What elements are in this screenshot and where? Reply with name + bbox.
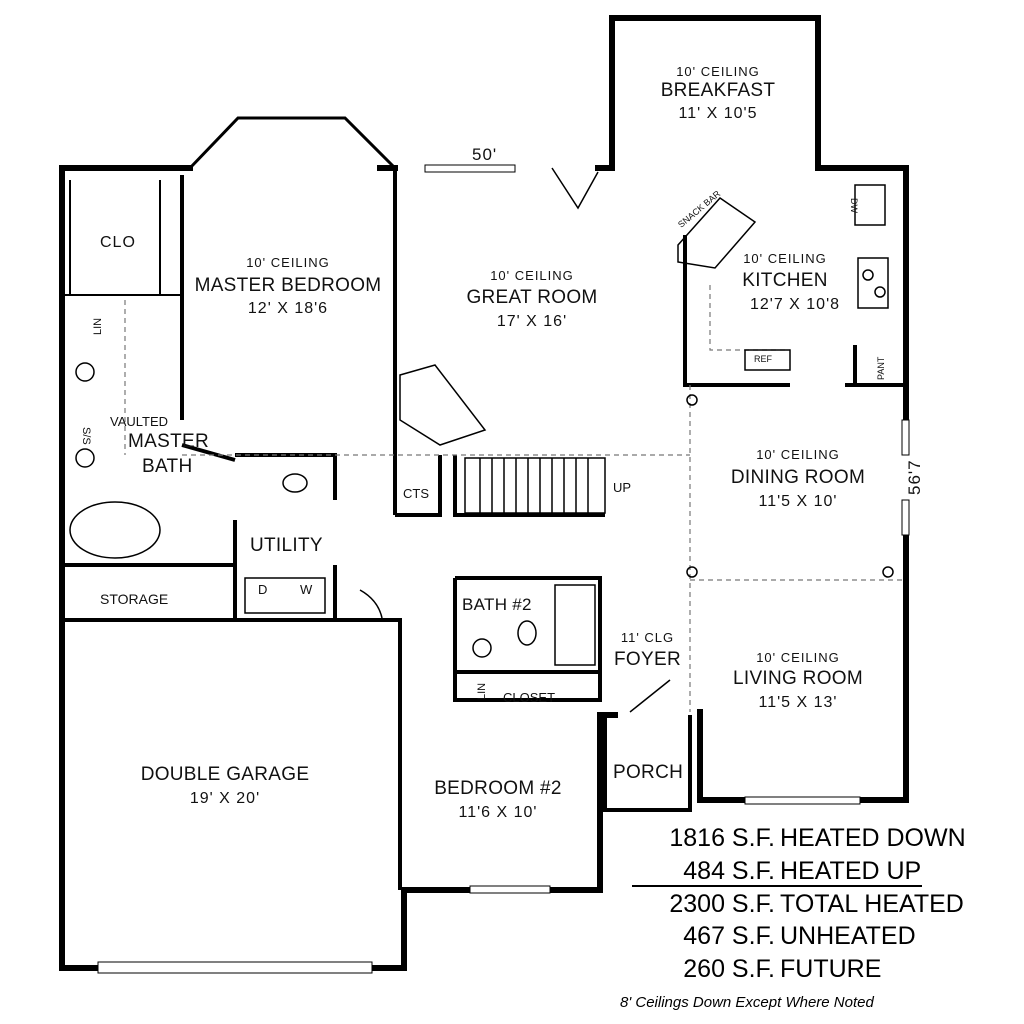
- area-row: 1816 S.F. HEATED DOWN: [625, 824, 965, 854]
- range: [857, 257, 889, 309]
- foyer-ceiling: 11' CLG: [620, 630, 675, 645]
- area-desc: FUTURE: [780, 955, 882, 983]
- toilet: [282, 473, 308, 493]
- cts-name: CTS: [403, 486, 429, 501]
- ceiling-note: 8' Ceilings Down Except Where Noted: [620, 994, 874, 1011]
- area-sf: 467 S.F.: [683, 922, 775, 950]
- great-room-ceiling: 10' CEILING: [490, 268, 574, 283]
- area-sf: 484 S.F.: [683, 857, 775, 885]
- overall-width-label: 50': [472, 145, 498, 164]
- doors: [359, 167, 671, 713]
- master-bath-name-2: BATH: [142, 456, 193, 477]
- kitchen-ceiling: 10' CEILING: [743, 251, 827, 266]
- storage-name: STORAGE: [100, 591, 169, 607]
- vanity-label: S/S: [80, 427, 92, 445]
- dryer-label: D: [258, 582, 268, 597]
- kitchen-dims: 12'7 X 10'8: [749, 296, 841, 313]
- bath2-toilet: [517, 620, 537, 646]
- master-closet-name: CLO: [100, 234, 136, 251]
- fireplace: [399, 364, 487, 446]
- dishwasher: [854, 184, 886, 226]
- bath2-name: BATH #2: [462, 595, 532, 614]
- area-desc: UNHEATED: [780, 922, 916, 950]
- column: [686, 394, 698, 406]
- fixtures: [69, 184, 894, 666]
- bedroom2-dims: 11'6 X 10': [458, 804, 538, 821]
- dishwasher-label: DW: [849, 198, 859, 213]
- master-bath-name-1: MASTER: [128, 431, 209, 452]
- bath2-linen-label: LIN: [476, 682, 488, 700]
- area-row: 484 S.F. HEATED UP: [625, 857, 965, 887]
- area-sf: 1816 S.F.: [669, 824, 775, 852]
- dining-room-name: DINING ROOM: [730, 467, 866, 488]
- refrigerator-label: REF: [754, 354, 772, 364]
- master-bedroom-ceiling: 10' CEILING: [246, 255, 330, 270]
- windows: [97, 164, 910, 974]
- sink: [75, 448, 95, 468]
- master-linen-label: LIN: [92, 317, 104, 335]
- area-desc: TOTAL HEATED: [780, 890, 964, 918]
- porch-name: PORCH: [613, 762, 684, 783]
- tub: [69, 501, 161, 559]
- area-row: 2300 S.F. TOTAL HEATED: [625, 890, 965, 920]
- breakfast-dims: 11' X 10'5: [678, 105, 758, 122]
- bath2-tub: [554, 584, 596, 666]
- area-desc: HEATED UP: [780, 857, 922, 885]
- column: [686, 566, 698, 578]
- area-row: 467 S.F. UNHEATED: [625, 922, 965, 952]
- double-garage-dims: 19' X 20': [189, 790, 261, 807]
- dashed-lines: [124, 285, 906, 712]
- master-bath-vaulted: VAULTED: [110, 414, 169, 429]
- dining-room-dims: 11'5 X 10': [758, 493, 838, 510]
- snack-bar: [677, 197, 757, 269]
- dining-room-ceiling: 10' CEILING: [756, 447, 840, 462]
- stair: [464, 457, 606, 514]
- utility-name: UTILITY: [250, 535, 323, 556]
- master-bedroom-dims: 12' X 18'6: [247, 300, 329, 317]
- double-garage-name: DOUBLE GARAGE: [140, 764, 310, 785]
- washer-dryer: [244, 577, 326, 614]
- closet2-name: CLOSET: [503, 690, 556, 705]
- kitchen-name: KITCHEN: [742, 270, 828, 291]
- great-room-dims: 17' X 16': [496, 313, 568, 330]
- stair-up-label: UP: [613, 480, 632, 495]
- overall-depth-label: 56'7: [905, 459, 924, 495]
- great-room-name: GREAT ROOM: [466, 287, 598, 308]
- area-row: 260 S.F. FUTURE: [625, 955, 965, 985]
- breakfast-name: BREAKFAST: [660, 80, 776, 101]
- master-bedroom-name: MASTER BEDROOM: [194, 275, 382, 296]
- area-sf: 2300 S.F.: [669, 890, 775, 918]
- exterior-walls: [59, 15, 909, 971]
- bedroom2-name: BEDROOM #2: [434, 778, 562, 799]
- area-sf: 260 S.F.: [683, 955, 775, 983]
- bath2-sink: [472, 638, 492, 658]
- foyer-name: FOYER: [614, 649, 681, 670]
- living-room-name: LIVING ROOM: [733, 668, 863, 689]
- pantry-label: PANT: [876, 356, 886, 380]
- breakfast-ceiling: 10' CEILING: [676, 64, 760, 79]
- column: [882, 566, 894, 578]
- living-room-dims: 11'5 X 13': [758, 694, 838, 711]
- fridge: [744, 349, 791, 371]
- area-desc: HEATED DOWN: [780, 824, 966, 852]
- living-room-ceiling: 10' CEILING: [756, 650, 840, 665]
- sink: [75, 362, 95, 382]
- washer-label: W: [300, 582, 313, 597]
